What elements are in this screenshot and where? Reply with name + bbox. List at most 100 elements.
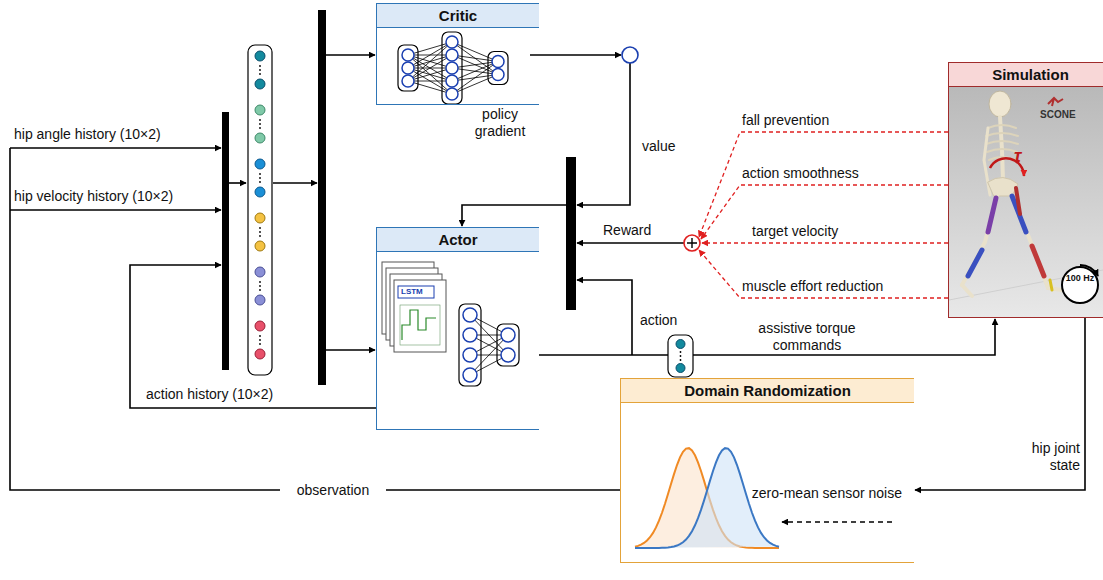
annotation-label: target velocity: [752, 223, 838, 240]
reward-term-line: [701, 185, 948, 239]
vector-dot: [680, 359, 682, 361]
lstm-tag: [398, 286, 434, 298]
vector-dot: [259, 69, 261, 71]
vector-dot: [259, 335, 261, 337]
vector-dot: [259, 289, 261, 291]
vector-dot: [259, 285, 261, 287]
annotation-label: action: [640, 312, 677, 329]
vector-dot: [255, 105, 265, 115]
net-neuron: [463, 348, 477, 362]
lstm-cell: [400, 305, 440, 345]
vector-dot: [255, 79, 265, 89]
ribs: [986, 125, 1018, 160]
net-layer: [488, 52, 508, 85]
annotation-label: hip angle history (10×2): [14, 126, 161, 143]
vector-dot: [680, 355, 682, 357]
box-note: zero-mean sensor noise: [752, 485, 902, 501]
net-neuron: [446, 49, 458, 61]
box-title: Domain Randomization: [621, 379, 914, 403]
vector-dot: [259, 235, 261, 237]
concat-bar: [222, 112, 229, 370]
vector-dot: [255, 349, 265, 359]
signal-wires: [10, 55, 684, 490]
net-link: [408, 55, 452, 94]
vector-dot: [259, 281, 261, 283]
vector-dot: [255, 241, 265, 251]
rear-leg: [962, 192, 998, 285]
annotation-label: action history (10×2): [146, 386, 273, 403]
net-neuron: [492, 56, 504, 68]
pelvis: [988, 177, 1018, 196]
output-vector: [668, 335, 693, 377]
net-layer: [442, 32, 462, 104]
annotation-label: τ: [1014, 146, 1021, 168]
vector-outline: [248, 45, 272, 375]
noise-arrow: [782, 521, 892, 522]
randomization-box: Domain Randomization zero-mean sensor noi…: [620, 378, 914, 563]
scene-ground: [949, 87, 1103, 317]
annotation-label: LSTM: [401, 287, 423, 297]
net-layer: [398, 45, 418, 91]
feet: [962, 285, 1062, 296]
connector-label: hip joint state: [1012, 440, 1080, 474]
net-neuron: [501, 348, 515, 362]
actor-input-wire: [326, 349, 375, 351]
simulation-scene: [949, 87, 1103, 317]
actor-box: Actor: [376, 227, 539, 430]
annotation-label: 100 Hz: [1064, 274, 1096, 283]
net-layer: [497, 324, 519, 366]
concat-bars: [222, 10, 576, 385]
value-wire: [577, 63, 630, 205]
update-bar: [566, 157, 576, 310]
vector-dot: [259, 173, 261, 175]
net-neuron: [446, 88, 458, 100]
critic-network: [398, 32, 508, 104]
feature-wire: [273, 182, 317, 184]
action-wire: [577, 280, 632, 355]
vector-dot: [255, 267, 265, 277]
actor-network: [459, 304, 519, 386]
reward-terms: [699, 132, 948, 298]
net-layer: [459, 304, 481, 386]
box-title: Actor: [377, 228, 539, 252]
net-neuron: [463, 368, 477, 382]
net-neuron: [463, 308, 477, 322]
vector-dot: [255, 295, 265, 305]
critic-box: Critic: [376, 3, 539, 105]
vector-dot: [259, 73, 261, 75]
net-neuron: [402, 62, 414, 74]
hip-angle-wire: [10, 147, 221, 149]
net-link: [408, 68, 452, 81]
muscle: [1016, 188, 1020, 214]
annotation-label: hip velocity history (10×2): [14, 188, 173, 205]
vector-dot: [259, 227, 261, 229]
vector-dot: [680, 351, 682, 353]
hip-velocity-wire: [10, 209, 221, 211]
reward-term-line: [702, 242, 948, 243]
vector-dot: [259, 343, 261, 345]
net-link: [452, 42, 498, 75]
box-title: Simulation: [949, 63, 1103, 87]
vector-dot: [259, 339, 261, 341]
flow-connector: [915, 318, 1085, 490]
sum-node: [684, 235, 700, 251]
lstm-signal: [402, 310, 436, 340]
sum-sign: [687, 238, 697, 248]
net-link: [408, 42, 452, 81]
critic-output-wire: [530, 54, 621, 56]
vector-dot: [259, 123, 261, 125]
net-neuron: [463, 328, 477, 342]
net-link: [452, 62, 498, 95]
vector-dot: [259, 231, 261, 233]
net-neuron: [501, 328, 515, 342]
annotation-label: Reward: [603, 222, 651, 239]
net-neuron: [446, 36, 458, 48]
annotation-label: action smoothness: [742, 165, 859, 182]
vector-outline: [668, 335, 693, 377]
lstm-layer: [394, 280, 446, 352]
muscle: [1050, 280, 1052, 290]
annotation-label: policy gradient: [464, 106, 536, 140]
